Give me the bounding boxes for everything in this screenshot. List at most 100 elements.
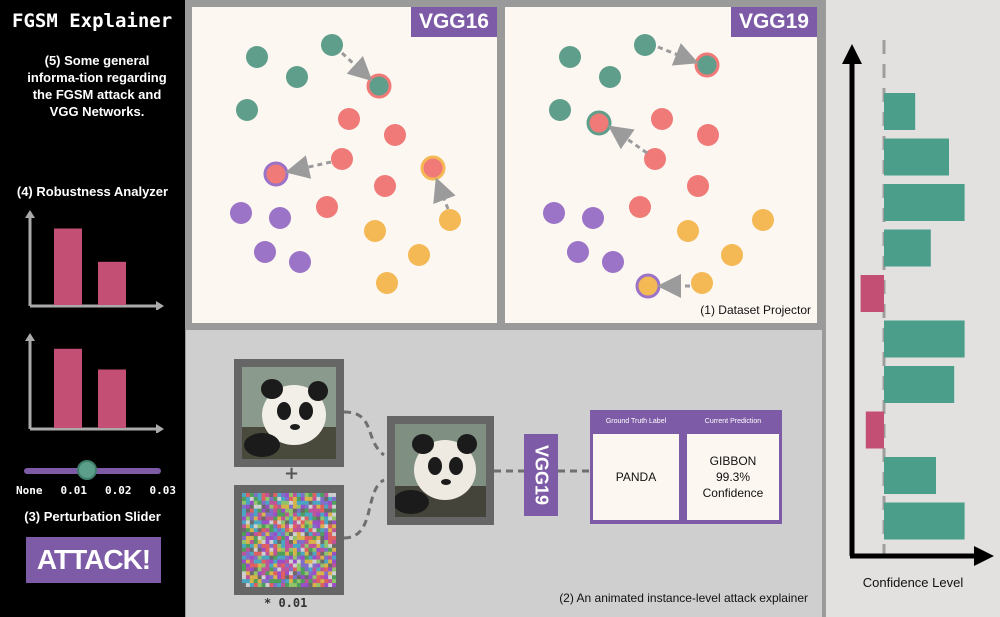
robustness-chart-vgg16 <box>25 210 164 310</box>
data-point[interactable] <box>602 251 624 273</box>
confidence-chart <box>842 40 994 566</box>
adversarial-image-frame[interactable] <box>387 416 494 525</box>
model-badge-vgg19: VGG19 <box>730 7 817 37</box>
slider-tick-label[interactable]: None <box>16 484 43 497</box>
prediction-confidence-word: Confidence <box>702 486 764 500</box>
confidence-bar[interactable] <box>884 320 965 358</box>
data-point[interactable] <box>691 272 713 294</box>
data-point[interactable] <box>331 148 353 170</box>
data-point[interactable] <box>677 220 699 242</box>
confidence-bar[interactable] <box>865 411 884 449</box>
data-point[interactable] <box>230 202 252 224</box>
ground-truth-column: Ground Truth Label PANDA <box>590 410 682 524</box>
attack-button[interactable]: ATTACK! <box>26 537 161 583</box>
noise-image-frame[interactable] <box>234 485 344 595</box>
data-point[interactable] <box>582 207 604 229</box>
data-point[interactable] <box>246 46 268 68</box>
data-point[interactable] <box>687 175 709 197</box>
slider-tick-label[interactable]: 0.03 <box>149 484 177 497</box>
projector-scatter-vgg19[interactable] <box>505 7 817 323</box>
data-point[interactable] <box>599 66 621 88</box>
confidence-bar[interactable] <box>884 138 949 176</box>
data-point[interactable] <box>374 175 396 197</box>
model-block-label: VGG19 <box>531 444 552 506</box>
projector-panel-vgg19[interactable]: VGG19 (1) Dataset Projector <box>505 7 817 323</box>
x-axis-arrow-icon <box>974 546 994 566</box>
confidence-bar[interactable] <box>884 184 965 221</box>
data-point[interactable] <box>629 196 651 218</box>
data-point[interactable] <box>549 99 571 121</box>
confidence-bar[interactable] <box>884 229 931 267</box>
data-point[interactable] <box>644 148 666 170</box>
robustness-bar <box>54 348 82 428</box>
perturbation-slider-ticks: None 0.01 0.02 0.03 <box>16 484 176 497</box>
adversarial-point[interactable] <box>366 73 392 99</box>
adversarial-point[interactable] <box>635 273 661 299</box>
sidebar: FGSM Explainer (5) Some general informa-… <box>0 0 185 617</box>
attack-arrow <box>657 43 699 66</box>
confidence-panel: Confidence Level <box>826 0 1000 617</box>
confidence-bar[interactable] <box>860 275 884 312</box>
data-point[interactable] <box>752 209 774 231</box>
data-point[interactable] <box>408 244 430 266</box>
confidence-bar[interactable] <box>884 502 965 540</box>
plus-icon: + <box>284 463 300 484</box>
current-prediction-column: Current Prediction GIBBON 99.3% Confiden… <box>684 410 782 524</box>
projector-scatter-vgg16[interactable] <box>192 7 497 323</box>
attack-arrow <box>340 51 373 82</box>
adversarial-point[interactable] <box>263 161 289 187</box>
data-point[interactable] <box>567 241 589 263</box>
adversarial-point[interactable] <box>586 110 612 136</box>
adversarial-panda-image <box>393 424 486 517</box>
data-point[interactable] <box>721 244 743 266</box>
data-point[interactable] <box>254 241 276 263</box>
data-point[interactable] <box>697 124 719 146</box>
attack-arrow <box>285 155 332 179</box>
explainer-connectors <box>343 410 590 540</box>
adversarial-point[interactable] <box>694 52 720 78</box>
y-axis-arrow-icon <box>842 44 862 64</box>
data-point[interactable] <box>364 220 386 242</box>
data-point[interactable] <box>376 272 398 294</box>
robustness-chart-axes <box>25 210 164 310</box>
current-prediction-header: Current Prediction <box>704 418 762 425</box>
model-badge-vgg16: VGG16 <box>410 7 497 37</box>
confidence-bar[interactable] <box>884 366 955 403</box>
data-point[interactable] <box>338 108 360 130</box>
attack-arrow <box>608 125 648 155</box>
original-image-frame[interactable] <box>234 359 344 467</box>
projector-panel-vgg16[interactable]: VGG16 <box>192 7 497 323</box>
perturbation-noise-image <box>242 493 337 588</box>
adversarial-point[interactable] <box>420 155 446 181</box>
data-point[interactable] <box>559 46 581 68</box>
data-point[interactable] <box>289 251 311 273</box>
panda-image <box>242 367 336 459</box>
robustness-bar <box>98 261 126 305</box>
data-point[interactable] <box>651 108 673 130</box>
general-info-link[interactable]: (5) Some general informa-tion regarding … <box>27 53 167 119</box>
data-point[interactable] <box>269 207 291 229</box>
app-title: FGSM Explainer <box>12 10 173 32</box>
data-point[interactable] <box>384 124 406 146</box>
attack-explainer: + * 0.01 VGG19 Ground Truth Label PANDA … <box>186 330 822 617</box>
slider-tick-label[interactable]: 0.02 <box>105 484 132 497</box>
data-point[interactable] <box>439 209 461 231</box>
data-point[interactable] <box>634 34 656 56</box>
data-point[interactable] <box>543 202 565 224</box>
prediction-label: GIBBON <box>709 454 757 468</box>
data-point[interactable] <box>236 99 258 121</box>
robustness-bar <box>98 369 126 428</box>
confidence-bar[interactable] <box>884 457 936 494</box>
confidence-bar[interactable] <box>884 93 916 130</box>
model-block-vgg19[interactable]: VGG19 <box>524 434 558 516</box>
dataset-projector-caption: (1) Dataset Projector <box>700 303 811 317</box>
attack-arrow <box>433 177 456 210</box>
data-point[interactable] <box>316 196 338 218</box>
current-prediction-value: GIBBON 99.3% Confidence <box>687 434 779 520</box>
data-point[interactable] <box>286 66 308 88</box>
noise-scale-label: * 0.01 <box>264 596 308 610</box>
ground-truth-header: Ground Truth Label <box>605 418 667 425</box>
data-point[interactable] <box>321 34 343 56</box>
perturbation-slider-handle[interactable] <box>77 460 97 480</box>
slider-tick-label[interactable]: 0.01 <box>60 484 88 497</box>
